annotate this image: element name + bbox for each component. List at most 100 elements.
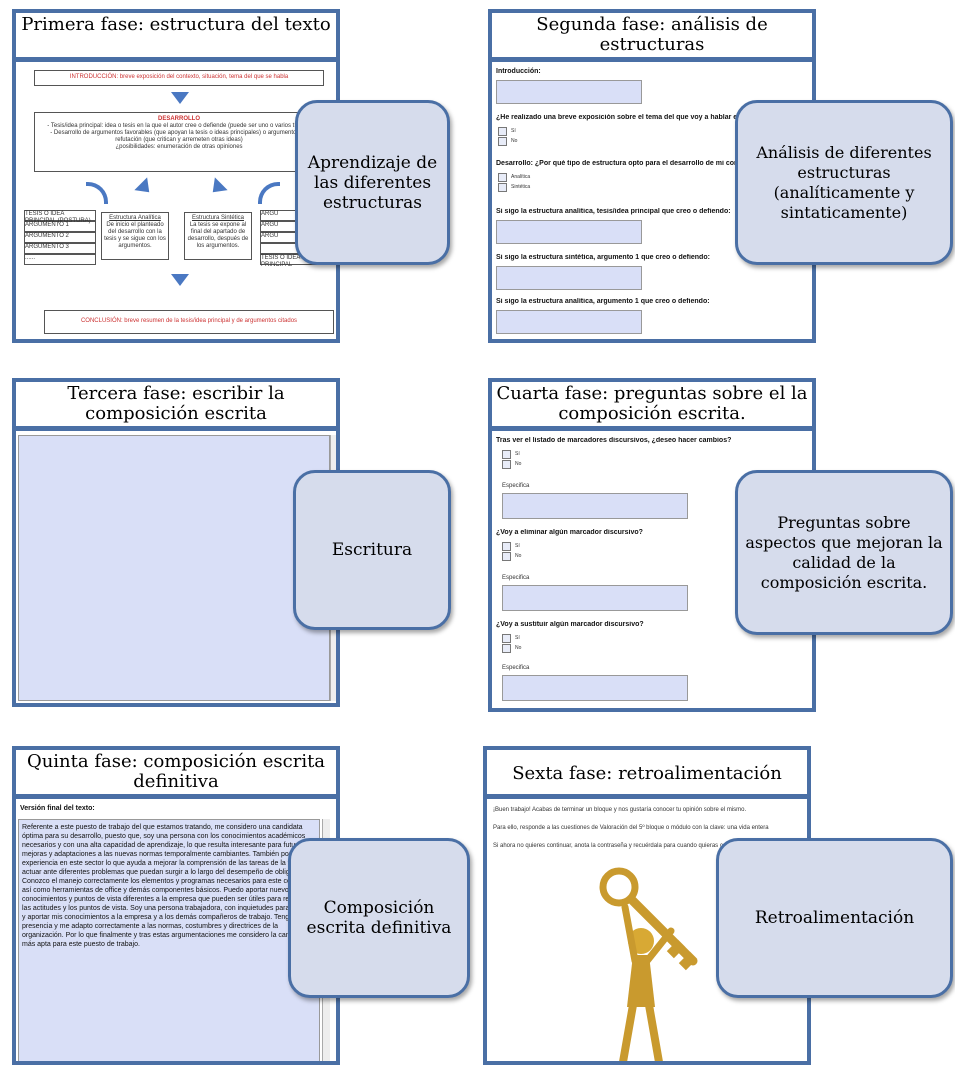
phase1-sintetica-title: Estructura Sintética bbox=[191, 215, 245, 221]
phase2-title: Segunda fase: análisis de estructuras bbox=[488, 9, 816, 61]
figure-with-key-icon bbox=[599, 867, 698, 1061]
curved-arrow-icon bbox=[258, 182, 280, 204]
phase3-title: Tercera fase: escribir la composición es… bbox=[12, 378, 340, 430]
curved-arrow-icon bbox=[86, 182, 108, 204]
phase2-q-intro: Introducción: bbox=[496, 68, 541, 75]
checkbox-icon[interactable] bbox=[498, 126, 507, 136]
list-item: ARGUMENTO 2 bbox=[24, 232, 96, 243]
phase4-option-si[interactable]: Sí bbox=[502, 541, 521, 551]
phase6-line: ¡Buen trabajo! Acabas de terminar un blo… bbox=[493, 807, 747, 813]
phase2-option-analitica[interactable]: Analítica bbox=[498, 172, 530, 182]
phase1-desarrollo-title: DESARROLLO bbox=[158, 116, 200, 122]
phase4-especifica-label: Especifica bbox=[502, 483, 530, 489]
phase4-callout: Preguntas sobre aspectos que mejoran la … bbox=[735, 470, 953, 635]
phase1-sintetica-box: Estructura Sintética La tesis se expone … bbox=[184, 212, 252, 260]
option-label: No bbox=[515, 461, 522, 467]
option-label: Sí bbox=[515, 451, 520, 457]
phase2-option-no[interactable]: No bbox=[498, 136, 517, 146]
phase1-analitica-title: Estructura Analítica bbox=[109, 215, 161, 221]
phase3-textarea[interactable] bbox=[18, 435, 330, 701]
phase1-dev-line: - Desarrollo de argumentos favorables (q… bbox=[50, 130, 308, 143]
phase5-frame: Versión final del texto: Referente a est… bbox=[12, 795, 340, 1065]
phase1-analitica-text: De inicio el planteado del desarrollo co… bbox=[104, 222, 166, 249]
phase5-textarea[interactable]: Referente a este puesto de trabajo del q… bbox=[18, 819, 320, 1061]
phase2-q3: Si sigo la estructura analítica, tesis/i… bbox=[496, 208, 731, 215]
phase4-q2-field[interactable] bbox=[502, 585, 688, 611]
phase2-q4-field[interactable] bbox=[496, 266, 642, 290]
phase5-title: Quinta fase: composición escrita definit… bbox=[12, 746, 340, 798]
phase1-conclusion: CONCLUSIÓN: breve resumen de la tesis/id… bbox=[44, 310, 334, 334]
key-icon bbox=[599, 867, 698, 971]
phase4-option-si[interactable]: Sí bbox=[502, 449, 521, 459]
phase4-option-no[interactable]: No bbox=[502, 643, 521, 653]
phase1-analitica-box: Estructura Analítica De inicio el plante… bbox=[101, 212, 169, 260]
phase6-line: Para ello, responde a las cuestiones de … bbox=[493, 825, 769, 831]
arrow-down-icon bbox=[206, 177, 228, 199]
phase1-dev-line: ¿posibilidades: enumeración de otras opi… bbox=[115, 144, 243, 150]
phase2-intro-field[interactable] bbox=[496, 80, 642, 104]
phase3-callout: Escritura bbox=[293, 470, 451, 630]
list-item: ...... bbox=[24, 254, 96, 265]
phase1-desarrollo-box: DESARROLLO - Tesis/idea principal: idea … bbox=[34, 112, 324, 172]
option-label: Sí bbox=[511, 128, 516, 134]
phase4-q3: ¿Voy a sustituir algún marcador discursi… bbox=[496, 621, 644, 628]
phase4-q1-field[interactable] bbox=[502, 493, 688, 519]
phase1-intro: INTRODUCCIÓN: breve exposición del conte… bbox=[34, 70, 324, 86]
arrow-down-icon bbox=[171, 92, 189, 104]
checkbox-icon[interactable] bbox=[498, 182, 507, 192]
phase5-text: Referente a este puesto de trabajo del q… bbox=[22, 824, 316, 948]
checkbox-icon[interactable] bbox=[502, 541, 511, 551]
checkbox-icon[interactable] bbox=[502, 449, 511, 459]
phase1-title: Primera fase: estructura del texto bbox=[12, 9, 340, 61]
phase4-especifica-label: Especifica bbox=[502, 665, 530, 671]
phase1-left-list: TESIS O IDEA PRINCIPAL (POSTURA) ARGUMEN… bbox=[24, 210, 96, 265]
phase1-sintetica-text: La tesis se expone al final del apartado… bbox=[187, 222, 249, 249]
checkbox-icon[interactable] bbox=[498, 136, 507, 146]
phase4-q3-options: Sí No bbox=[502, 633, 521, 653]
phase4-q2-options: Sí No bbox=[502, 541, 521, 561]
phase2-q5-field[interactable] bbox=[496, 310, 642, 334]
phase2-q1-options: Sí No bbox=[498, 126, 517, 146]
phase1-callout: Aprendizaje de las diferentes estructura… bbox=[295, 100, 450, 265]
phase4-option-no[interactable]: No bbox=[502, 459, 521, 469]
phase5-callout: Composición escrita definitiva bbox=[288, 838, 470, 998]
phase2-q4: Si sigo la estructura sintética, argumen… bbox=[496, 254, 710, 261]
phase5-label: Versión final del texto: bbox=[20, 805, 95, 812]
phase3-frame bbox=[12, 427, 340, 707]
phase2-q5: Si sigo la estructura analítica, argumen… bbox=[496, 298, 710, 305]
phase1-frame: INTRODUCCIÓN: breve exposición del conte… bbox=[12, 58, 340, 343]
option-label: Analítica bbox=[511, 174, 531, 180]
checkbox-icon[interactable] bbox=[502, 633, 511, 643]
list-item: TESIS O IDEA PRINCIPAL (POSTURA) bbox=[24, 210, 96, 224]
arrow-down-icon bbox=[134, 177, 156, 199]
phase2-option-si[interactable]: Sí bbox=[498, 126, 517, 136]
phase2-q3-field[interactable] bbox=[496, 220, 642, 244]
phase4-option-no[interactable]: No bbox=[502, 551, 521, 561]
list-item: ARGUMENTO 3 bbox=[24, 243, 96, 254]
phase4-especifica-label: Especifica bbox=[502, 575, 530, 581]
phase2-q2: Desarrollo: ¿Por qué tipo de estructura … bbox=[496, 160, 774, 167]
arrow-down-icon bbox=[171, 274, 189, 286]
option-label: No bbox=[515, 553, 522, 559]
phase6-title: Sexta fase: retroalimentación bbox=[483, 746, 811, 798]
gold-figure-icon bbox=[619, 903, 675, 1061]
option-label: No bbox=[511, 138, 518, 144]
option-label: No bbox=[515, 645, 522, 651]
phase2-q1: ¿He realizado una breve exposición sobre… bbox=[496, 114, 781, 121]
phase2-callout: Análisis de diferentes estructuras (anal… bbox=[735, 100, 953, 265]
phase4-q3-field[interactable] bbox=[502, 675, 688, 701]
checkbox-icon[interactable] bbox=[502, 551, 511, 561]
phase4-option-si[interactable]: Sí bbox=[502, 633, 521, 643]
option-label: Sintética bbox=[511, 184, 531, 190]
phase1-dev-line: - Tesis/idea principal: idea o tesis en … bbox=[47, 123, 311, 129]
checkbox-icon[interactable] bbox=[502, 643, 511, 653]
checkbox-icon[interactable] bbox=[502, 459, 511, 469]
phase2-option-sintetica[interactable]: Sintética bbox=[498, 182, 530, 192]
phase6-callout: Retroalimentación bbox=[716, 838, 953, 998]
checkbox-icon[interactable] bbox=[498, 172, 507, 182]
option-label: Sí bbox=[515, 543, 520, 549]
phase2-q2-options: Analítica Sintética bbox=[498, 172, 530, 192]
list-item: ARGUMENTO 1 bbox=[24, 221, 96, 232]
phase4-title: Cuarta fase: preguntas sobre el la compo… bbox=[488, 378, 816, 430]
phase4-q2: ¿Voy a eliminar algún marcador discursiv… bbox=[496, 529, 643, 536]
